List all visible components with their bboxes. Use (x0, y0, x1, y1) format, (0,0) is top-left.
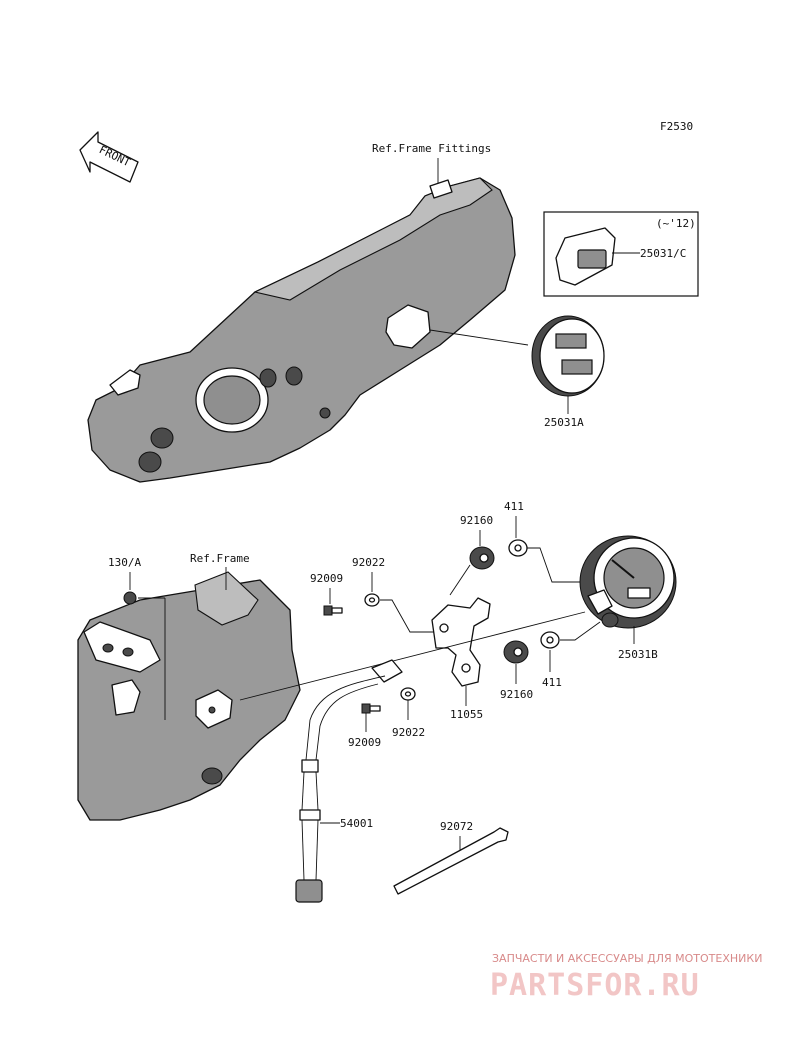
watermark-site: PARTSFOR.RU (490, 968, 700, 1003)
part-92009-top-label: 92009 (310, 572, 343, 585)
bolt-92009-bottom (361, 703, 381, 714)
inset-box-25031c: (~'12) 25031/C (543, 211, 699, 297)
watermark: ЗАПЧАСТИ И АКСЕССУАРЫ ДЛЯ МОТОТЕХНИКИ PA… (490, 952, 762, 1003)
frame-fittings-fairing (87, 177, 516, 483)
part-25031a-label: 25031A (544, 416, 584, 429)
cable-tie-92072: 92072 (393, 820, 509, 895)
part-92009-bottom-label: 92009 (348, 736, 381, 749)
part-92160-bottom-label: 92160 (500, 688, 533, 701)
part-92072-label: 92072 (440, 820, 473, 833)
grommet-92160-top (469, 546, 495, 570)
watermark-tagline: ЗАПЧАСТИ И АКСЕССУАРЫ ДЛЯ МОТОТЕХНИКИ (492, 952, 762, 965)
part-411-bottom-label: 411 (542, 676, 562, 689)
display-unit-25031a: 25031A (531, 315, 605, 429)
ref-frame-label: Ref.Frame (190, 552, 250, 565)
part-92022-top-label: 92022 (352, 556, 385, 569)
part-11055-label: 11055 (450, 708, 483, 721)
variant-note: (~'12) (656, 217, 696, 230)
speedometer-25031b: 25031B (579, 535, 677, 661)
part-130a-label: 130/A (108, 556, 141, 569)
speedometer-cable-54001: 54001 (295, 659, 403, 903)
part-92160-top-label: 92160 (460, 514, 493, 527)
leader-25031a (429, 329, 529, 346)
grommet-92160-bottom (503, 640, 529, 664)
figure-code: F2530 (660, 120, 693, 133)
lower-frame (77, 571, 301, 821)
bracket-11055: 11055 (431, 597, 491, 721)
ref-frame-fittings-label: Ref.Frame Fittings (372, 142, 491, 155)
part-411-top-label: 411 (504, 500, 524, 513)
front-direction-arrow: FRONT (79, 131, 139, 183)
bolt-92009-top (323, 605, 343, 616)
part-54001-label: 54001 (340, 817, 373, 830)
bolt-130a: 130/A (108, 556, 166, 720)
part-25031b-label: 25031B (618, 648, 658, 661)
part-25031c-label: 25031/C (640, 247, 686, 260)
part-92022-bottom-label: 92022 (392, 726, 425, 739)
